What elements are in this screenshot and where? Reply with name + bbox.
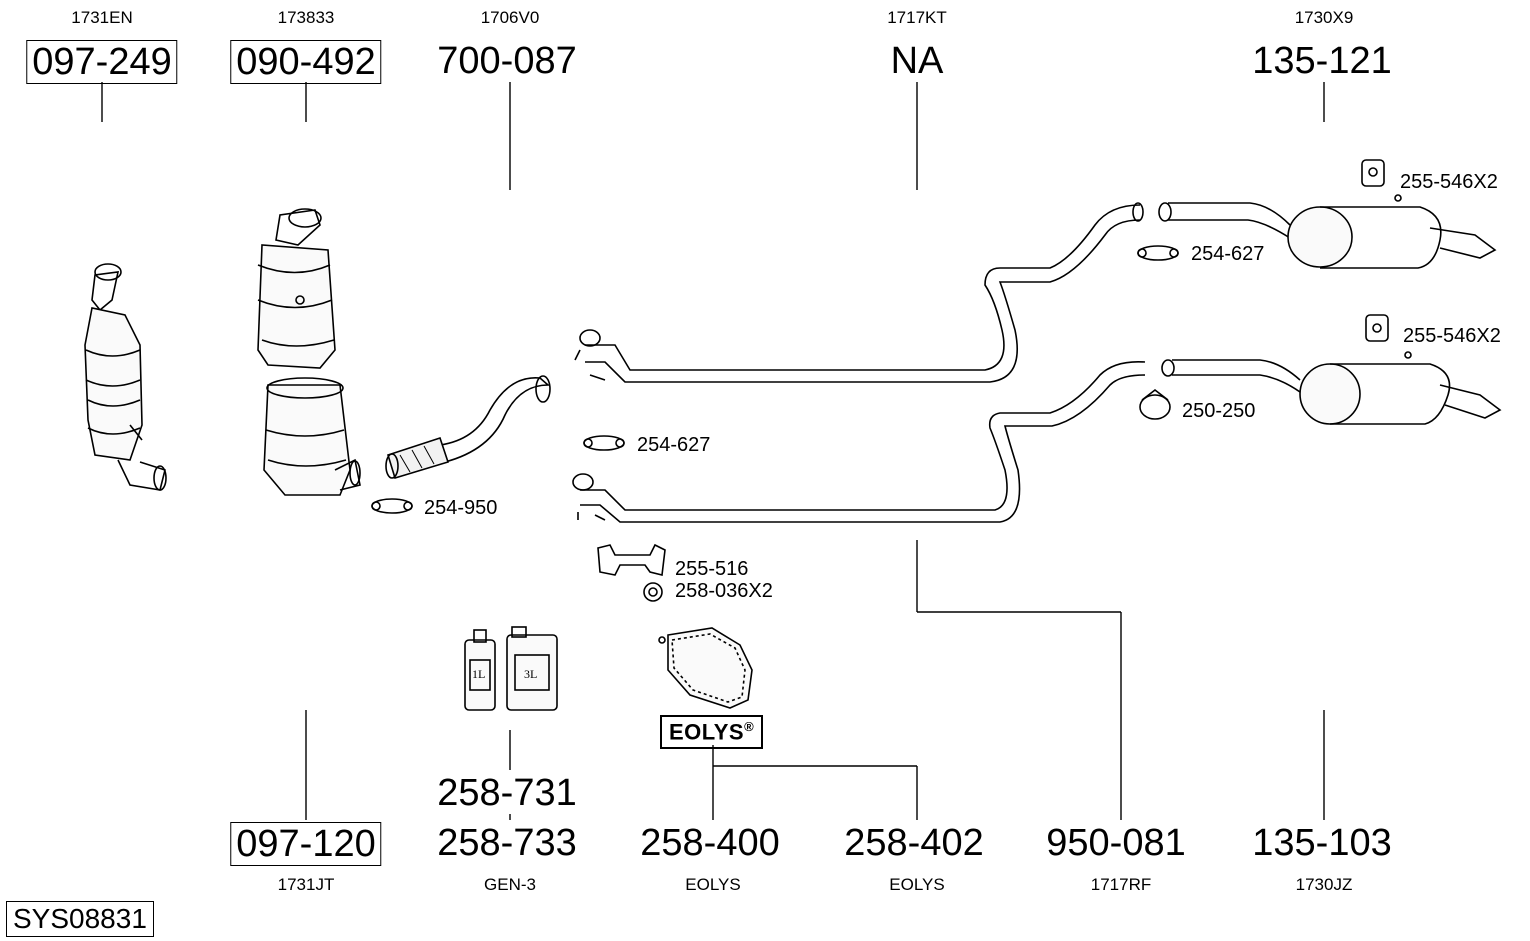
part-number-258-733[interactable]: 258-733 [437,822,577,864]
eolys-brand-box: EOLYS® [660,715,764,750]
additive-bottles-drawing [464,626,558,711]
part-number-090-492[interactable]: 090-492 [230,40,382,84]
part-number-258-400[interactable]: 258-400 [640,822,780,864]
leader-lines [101,82,1325,820]
eolys-brand-text: EOLYS [669,719,745,745]
callout-mount-top[interactable]: 255-546X2 [1400,171,1498,193]
part-ref-1731EN: 1731EN [71,8,133,27]
nut-258-036-drawing [643,582,663,602]
part-number-258-402[interactable]: 258-402 [844,822,984,864]
callout-clamp-left[interactable]: 254-950 [424,497,498,519]
part-ref-1717KT: 1717KT [887,8,947,27]
callout-mount-lower[interactable]: 255-546X2 [1403,325,1501,347]
part-ref-173833: 173833 [277,8,335,27]
part-number-135-103[interactable]: 135-103 [1252,822,1392,864]
clamp-254-950-drawing [371,498,413,514]
part-number-097-120[interactable]: 097-120 [230,822,382,866]
part-ref-1717RF: 1717RF [1090,875,1152,894]
part-ref-1731JT: 1731JT [277,875,335,894]
mount-255-546-lower-drawing [1365,314,1389,342]
bracket-255-516-drawing [597,543,666,576]
part-ref-EOLYS-1: EOLYS [685,875,741,894]
middle-pipe-1717KT-drawing [574,202,1144,383]
callout-clamp-lower[interactable]: 250-250 [1182,400,1256,422]
mount-255-546-top-drawing [1361,159,1385,187]
callout-clamp-top[interactable]: 254-627 [1191,243,1265,265]
middle-pipe-950-081-drawing [572,360,1146,523]
callout-clamp-mid[interactable]: 254-627 [637,434,711,456]
part-ref-GEN-3: GEN-3 [484,875,536,894]
eolys-registered-mark: ® [744,719,755,734]
clamp-254-627-mid-drawing [583,435,625,451]
part-ref-1706V0: 1706V0 [480,8,540,27]
callout-nut[interactable]: 258-036X2 [675,580,773,602]
bottle-label-1l: 1L [472,667,486,681]
flex-pipe-1706V0-drawing [385,375,551,479]
part-number-135-121[interactable]: 135-121 [1252,40,1392,82]
callout-bracket[interactable]: 255-516 [675,558,749,580]
eolys-pouch-drawing [658,627,753,709]
rear-silencer-135-103-drawing [1161,351,1502,425]
part-number-258-731[interactable]: 258-731 [437,772,577,814]
part-ref-1730X9: 1730X9 [1294,8,1354,27]
clamp-254-627-top-drawing [1137,245,1179,261]
dpf-173833-drawing [257,208,361,496]
catalyst-1731EN-drawing [84,263,167,491]
part-number-700-087[interactable]: 700-087 [437,40,577,82]
bottle-label-3l: 3L [524,667,538,681]
system-code: SYS08831 [6,901,154,938]
rear-silencer-135-121-drawing [1158,194,1497,269]
part-number-097-249[interactable]: 097-249 [26,40,178,84]
clamp-250-250-drawing [1139,388,1171,420]
part-number-950-081[interactable]: 950-081 [1046,822,1186,864]
part-ref-EOLYS-2: EOLYS [889,875,945,894]
part-ref-1730JZ: 1730JZ [1295,875,1353,894]
part-number-NA[interactable]: NA [890,40,944,82]
